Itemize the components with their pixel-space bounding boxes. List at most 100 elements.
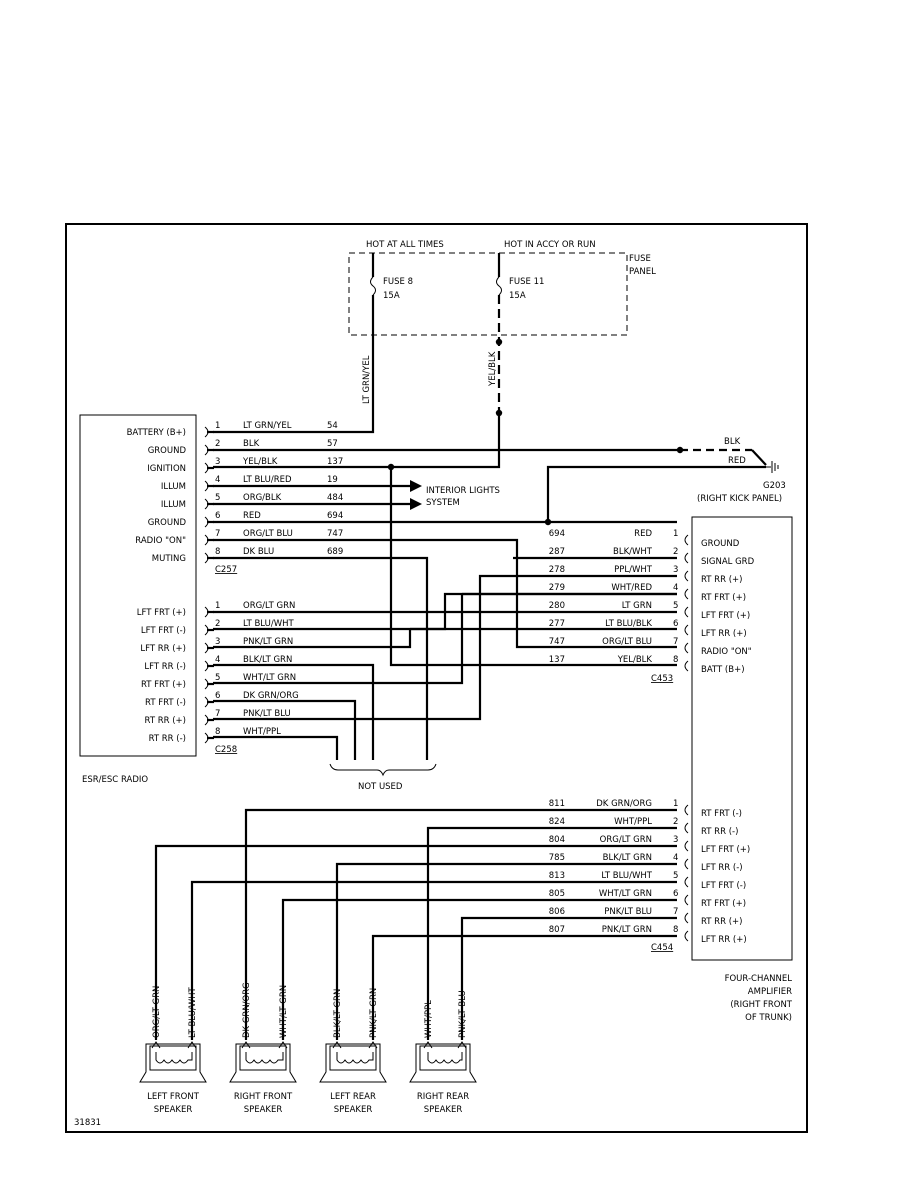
terminal-arrow bbox=[151, 1041, 161, 1049]
pin-number: 4 bbox=[215, 655, 220, 665]
connector-c257-label: C257 bbox=[215, 565, 237, 575]
arrow-illum-2 bbox=[410, 498, 422, 510]
pin-number: 5 bbox=[673, 871, 678, 881]
speaker-label-2: SPEAKER bbox=[334, 1105, 373, 1115]
wire-color: ORG/LT GRN bbox=[243, 601, 295, 611]
pin-function: RT FRT (-) bbox=[145, 698, 186, 708]
pin-function: LFT FRT (+) bbox=[701, 611, 750, 621]
pin-function: RADIO "ON" bbox=[135, 536, 186, 546]
interior-lights-label-1: INTERIOR LIGHTS bbox=[426, 486, 500, 496]
speaker-cone bbox=[139, 1043, 207, 1083]
wire-color: LT BLU/BLK bbox=[605, 619, 652, 629]
circuit-number: 807 bbox=[549, 925, 565, 935]
splice-red-694 bbox=[544, 518, 552, 526]
fuse-8-rating: 15A bbox=[383, 291, 400, 301]
wire-color: WHT/LT GRN bbox=[243, 673, 296, 683]
connector-terminal bbox=[684, 822, 689, 834]
pin-function: RT RR (+) bbox=[701, 917, 742, 927]
circuit-number: 137 bbox=[327, 457, 343, 467]
pin-function: RT RR (+) bbox=[701, 575, 742, 585]
wire-color: PNK/LT BLU bbox=[604, 907, 652, 917]
pin-number: 3 bbox=[215, 457, 220, 467]
circuit-number: 484 bbox=[327, 493, 343, 503]
pin-number: 4 bbox=[673, 583, 678, 593]
pin-number: 8 bbox=[215, 547, 220, 557]
pin-number: 7 bbox=[673, 907, 678, 917]
circuit-number: 277 bbox=[549, 619, 565, 629]
radio-box bbox=[79, 414, 197, 757]
wire-color: YEL/BLK bbox=[242, 457, 278, 467]
pin-number: 4 bbox=[673, 853, 678, 863]
pin-function: ILLUM bbox=[161, 482, 186, 492]
connector-terminal bbox=[684, 642, 689, 654]
speaker-terminal-box bbox=[239, 1045, 287, 1071]
pin-number: 7 bbox=[215, 529, 220, 539]
speaker-terminal-box bbox=[419, 1045, 467, 1071]
wire-c258-5 bbox=[213, 594, 464, 685]
speaker-label-2: SPEAKER bbox=[244, 1105, 283, 1115]
pin-function: LFT FRT (-) bbox=[701, 881, 746, 891]
wire-blk-ground-end bbox=[751, 449, 767, 466]
splice-yel-blk-top bbox=[495, 338, 503, 346]
speaker-terminal-box bbox=[149, 1045, 197, 1071]
pin-number: 1 bbox=[215, 601, 220, 611]
speaker-terminal-box bbox=[329, 1045, 377, 1071]
speaker-wire-label: LT BLU/WHT bbox=[188, 987, 198, 1038]
pin-function: BATT (B+) bbox=[701, 665, 745, 675]
speaker-wire-label: PNK/LT GRN bbox=[369, 988, 379, 1038]
pin-function: SIGNAL GRD bbox=[701, 557, 755, 567]
connector-terminal bbox=[684, 876, 689, 888]
connector-terminal bbox=[684, 570, 689, 582]
pin-number: 8 bbox=[673, 655, 678, 665]
speaker-label-1: LEFT REAR bbox=[330, 1092, 376, 1102]
wire-color: RED bbox=[243, 511, 261, 521]
circuit-number: 747 bbox=[327, 529, 343, 539]
wire-color: PNK/LT BLU bbox=[243, 709, 291, 719]
terminal-arrow bbox=[457, 1041, 467, 1049]
wire-color: PPL/WHT bbox=[614, 565, 653, 575]
wire-color: BLK/LT GRN bbox=[243, 655, 292, 665]
wire-color: LT GRN bbox=[622, 601, 652, 611]
speaker-coil bbox=[336, 1052, 374, 1064]
wire-label-yel-blk: YEL/BLK bbox=[488, 351, 498, 387]
pin-number: 5 bbox=[215, 673, 220, 683]
pin-number: 4 bbox=[215, 475, 220, 485]
pin-function: LFT RR (+) bbox=[701, 629, 747, 639]
speaker-label-2: SPEAKER bbox=[424, 1105, 463, 1115]
wire-color: WHT/PPL bbox=[243, 727, 281, 737]
pin-number: 8 bbox=[215, 727, 220, 737]
wire-color: LT BLU/WHT bbox=[601, 871, 652, 881]
pin-function: LFT RR (-) bbox=[701, 863, 743, 873]
wire-color: DK GRN/ORG bbox=[243, 691, 299, 701]
connector-terminal bbox=[684, 552, 689, 564]
speaker-label-2: SPEAKER bbox=[154, 1105, 193, 1115]
pin-function: ILLUM bbox=[161, 500, 186, 510]
circuit-number: 824 bbox=[549, 817, 565, 827]
circuit-number: 57 bbox=[327, 439, 338, 449]
pin-number: 1 bbox=[215, 421, 220, 431]
pin-function: LFT FRT (-) bbox=[141, 626, 186, 636]
pin-number: 2 bbox=[215, 439, 220, 449]
wire-c258-6 bbox=[213, 699, 357, 760]
